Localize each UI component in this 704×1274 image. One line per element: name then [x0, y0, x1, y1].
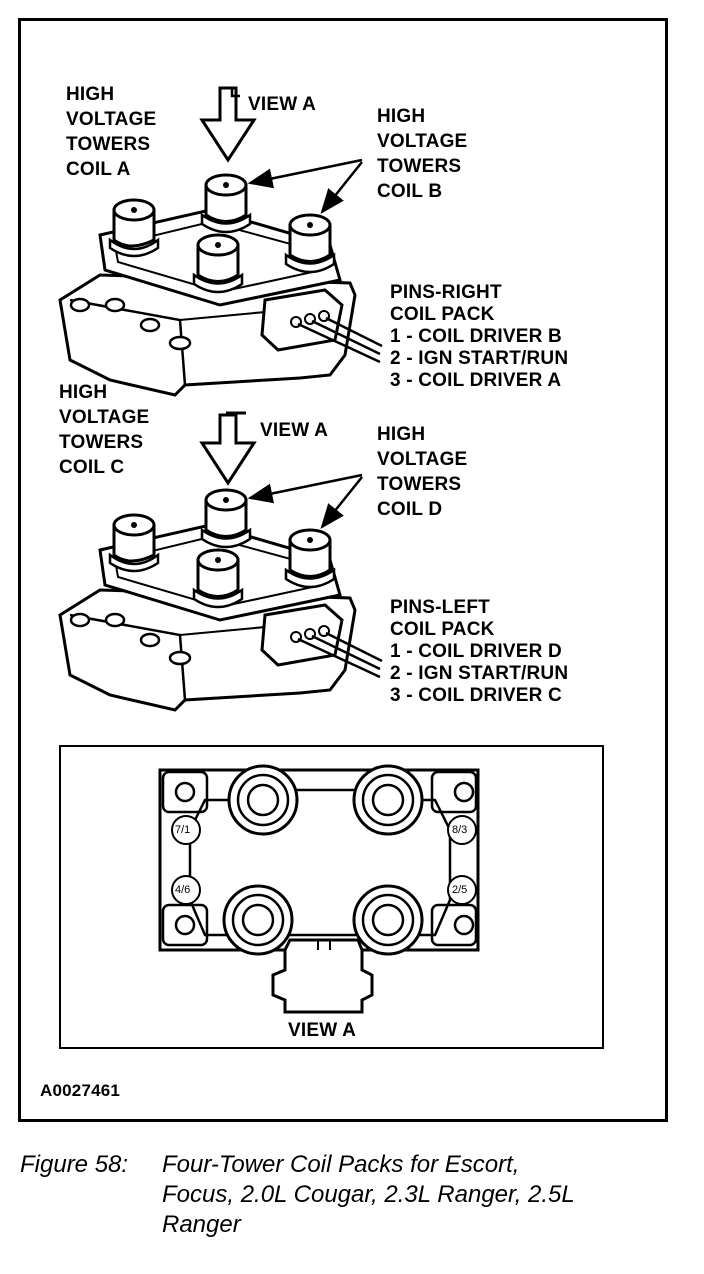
bottom-view-a-label: VIEW A: [260, 420, 329, 441]
caption-number: Figure 58:: [20, 1151, 129, 1178]
figure-id: A0027461: [40, 1081, 121, 1100]
caption-line-3: Ranger: [162, 1211, 241, 1238]
view-a-panel-label: VIEW A: [288, 1020, 357, 1041]
tower-number-7-1: 7/1: [175, 824, 191, 836]
top-view-a-label: VIEW A: [248, 94, 317, 115]
bottom-coil-pack: [58, 411, 383, 712]
tower-number-2-5: 2/5: [452, 884, 468, 896]
figure-caption: Figure 58: Four-Tower Coil Packs for Esco…: [20, 1150, 690, 1240]
view-a-panel: [59, 745, 604, 1049]
tower-number-8-3: 8/3: [452, 824, 468, 836]
caption-line-2: Focus, 2.0L Cougar, 2.3L Ranger, 2.5L: [162, 1181, 575, 1208]
tower-number-4-6: 4/6: [175, 884, 191, 896]
top-coil-pack: [58, 86, 383, 397]
figure-frame: [18, 18, 668, 1122]
caption-line-1: Four-Tower Coil Packs for Escort,: [162, 1151, 520, 1178]
